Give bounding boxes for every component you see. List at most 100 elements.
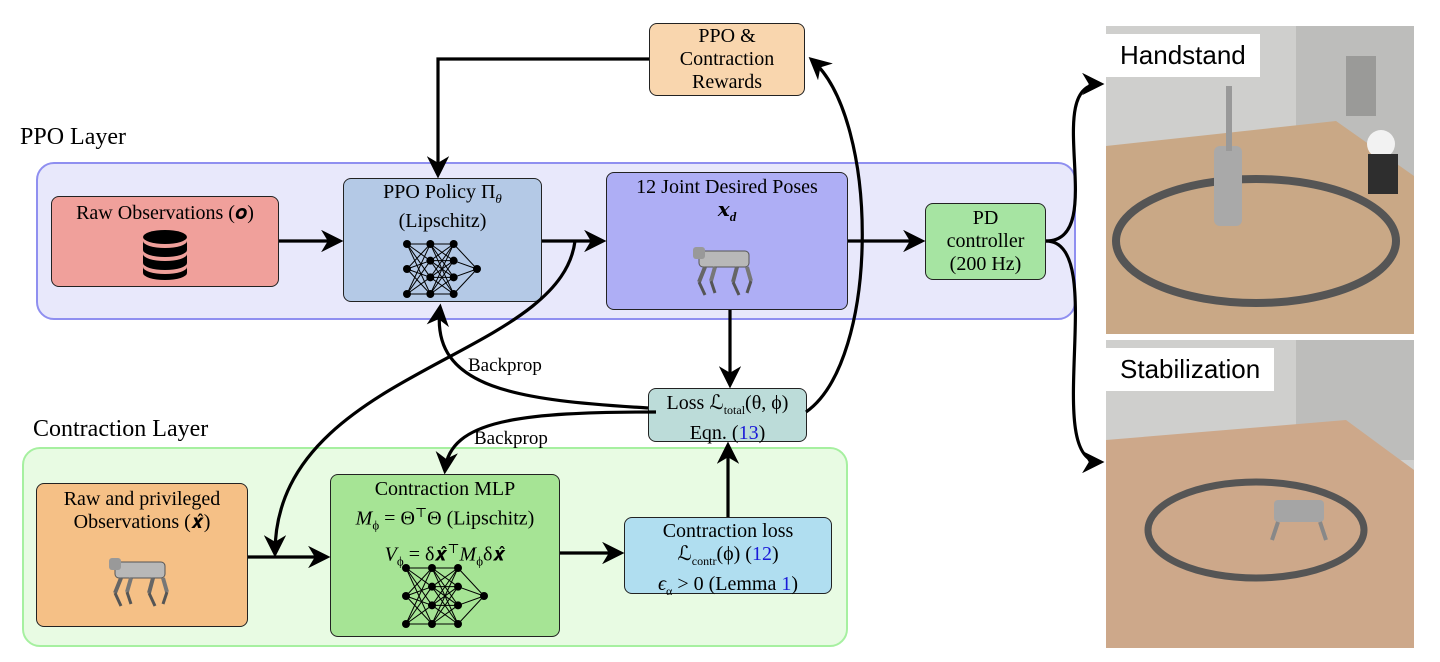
closs-sub: contr	[691, 554, 717, 568]
nn-node	[428, 582, 436, 591]
robot-part	[161, 591, 169, 605]
nn-node	[403, 290, 411, 298]
nn-edge	[406, 276, 431, 295]
nn-node	[449, 256, 458, 265]
nn-edge	[406, 243, 431, 295]
mlp-eq1: = Θ	[379, 507, 415, 530]
nn-edge	[453, 260, 478, 270]
nn-node	[402, 564, 410, 572]
nn-edge	[405, 567, 433, 597]
edge-rewards-to-policy	[426, 57, 649, 179]
nn-edge	[429, 243, 455, 278]
robot-part	[109, 558, 121, 570]
neural-network-icon	[402, 564, 488, 628]
robot-dog-icon	[693, 247, 753, 296]
total-loss-node: Loss ℒtotal(θ, ϕ) Eqn. (13)	[648, 388, 807, 444]
robot-part	[693, 247, 705, 259]
nn-edge	[431, 567, 459, 606]
closs-title: Contraction loss	[662, 520, 794, 542]
nn-edge	[457, 595, 485, 606]
nn-node	[403, 265, 411, 273]
nn-edge	[405, 567, 433, 625]
robot-dog-icon	[109, 558, 169, 607]
nn-edge	[431, 567, 459, 625]
raw-observations-node: Raw Observations (𝒐)	[51, 196, 279, 287]
nn-edge	[405, 586, 433, 597]
mlp-eq1b: Θ (Lipschitz)	[427, 507, 535, 530]
pd-line-1: PD	[972, 207, 999, 229]
robot-part	[147, 577, 155, 594]
ppo-policy-node: PPO Policy Πθ (Lipschitz)	[343, 178, 542, 302]
nn-edge	[406, 260, 431, 270]
robot-part	[731, 266, 739, 283]
mlp-m2: M	[459, 543, 477, 566]
robot-part	[709, 266, 717, 282]
pd-line-3: (200 Hz)	[949, 253, 1022, 275]
handstand-scene	[1106, 26, 1414, 334]
nn-edge	[429, 260, 455, 295]
nn-node	[449, 273, 458, 282]
mlp-m2-sub: ϕ	[476, 553, 484, 569]
nn-edge	[405, 604, 433, 625]
robot-part	[113, 592, 123, 607]
robot-part	[709, 280, 717, 294]
nn-edge	[457, 595, 485, 625]
nn-edge	[453, 268, 478, 278]
edge-loss-to-rewards	[805, 57, 864, 414]
mlp-v-sub: ϕ	[396, 553, 404, 569]
mlp-v: V	[384, 543, 397, 566]
closs-lemma-end: )	[791, 573, 799, 595]
nn-node	[426, 256, 435, 265]
robot-part	[697, 281, 707, 296]
nn-edge	[405, 567, 433, 606]
poses-symbol: 𝒙	[717, 199, 730, 221]
nn-node	[449, 290, 458, 298]
edge-pd-to-handstand	[1045, 72, 1105, 243]
robot-part	[731, 281, 741, 296]
nn-edge	[429, 243, 455, 295]
mlp-m: M	[355, 507, 373, 530]
robot-part	[161, 577, 169, 593]
policy-lipschitz: (Lipschitz)	[398, 210, 487, 232]
closs-lemma-ref[interactable]: 1	[781, 573, 792, 595]
closs-l: ℒ	[677, 543, 692, 565]
closs-eps-sub: α	[666, 584, 673, 598]
nn-node	[426, 290, 435, 298]
loss-eqn-ref[interactable]: 13	[738, 422, 759, 444]
loss-prefix: Loss ℒ	[666, 392, 724, 414]
robot-part	[125, 577, 133, 593]
nn-edge	[430, 276, 454, 295]
robot-part	[697, 266, 707, 283]
ppo-layer-title: PPO Layer	[20, 124, 126, 150]
nn-node	[449, 240, 458, 248]
closs-eqn-ref[interactable]: 12	[751, 543, 772, 565]
loss-eqn-prefix: Eqn. (	[689, 422, 739, 444]
nn-edge	[405, 595, 433, 606]
mlp-eq2b: δ𝒙̂	[483, 543, 506, 566]
neural-network-icon	[403, 240, 481, 298]
loss-args: (θ, ϕ)	[745, 392, 789, 414]
nn-node	[403, 240, 411, 248]
nn-node	[480, 592, 488, 600]
closs-end: )	[771, 543, 779, 565]
nn-node	[454, 620, 462, 628]
policy-subscript: θ	[495, 191, 502, 206]
edge-loss-to-policy-backprop	[426, 303, 649, 410]
robot-part	[147, 592, 157, 607]
loss-eqn-suffix: )	[758, 422, 766, 444]
nn-edge	[406, 243, 431, 262]
stabilization-label: Stabilization	[1106, 348, 1275, 391]
nn-node	[402, 620, 410, 628]
mlp-eq2: = δ𝒙̂	[403, 543, 448, 566]
robot-part	[125, 591, 133, 605]
rewards-line-2: Contraction	[679, 48, 775, 70]
rewards-line-1: PPO &	[698, 25, 756, 47]
nn-node	[454, 564, 462, 572]
mlp-m-sub: ϕ	[372, 517, 380, 533]
rewards-node: PPO & Contraction Rewards	[649, 23, 805, 96]
raw-observations-label: Raw Observations (𝒐)	[76, 202, 254, 224]
nn-node	[402, 592, 410, 600]
pd-controller-node: PD controller (200 Hz)	[925, 203, 1046, 280]
poses-title: 12 Joint Desired Poses	[636, 176, 818, 198]
